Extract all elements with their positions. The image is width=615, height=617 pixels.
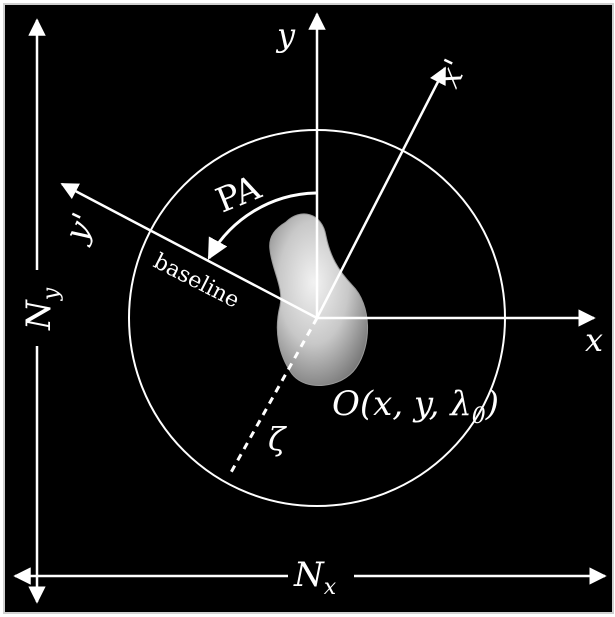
x-axis-label: x [585,321,603,359]
origin-close: ) [485,384,499,424]
y-axis-label: y [275,16,296,54]
ny-letter: N [19,299,59,331]
nx-letter: N [293,555,325,595]
origin-subscript: 0 [472,404,486,429]
zeta-label: ζ [268,420,287,458]
origin-text: O(x, y, λ [332,384,472,424]
nx-subscript: x [324,575,337,600]
ny-subscript: y [39,287,64,301]
